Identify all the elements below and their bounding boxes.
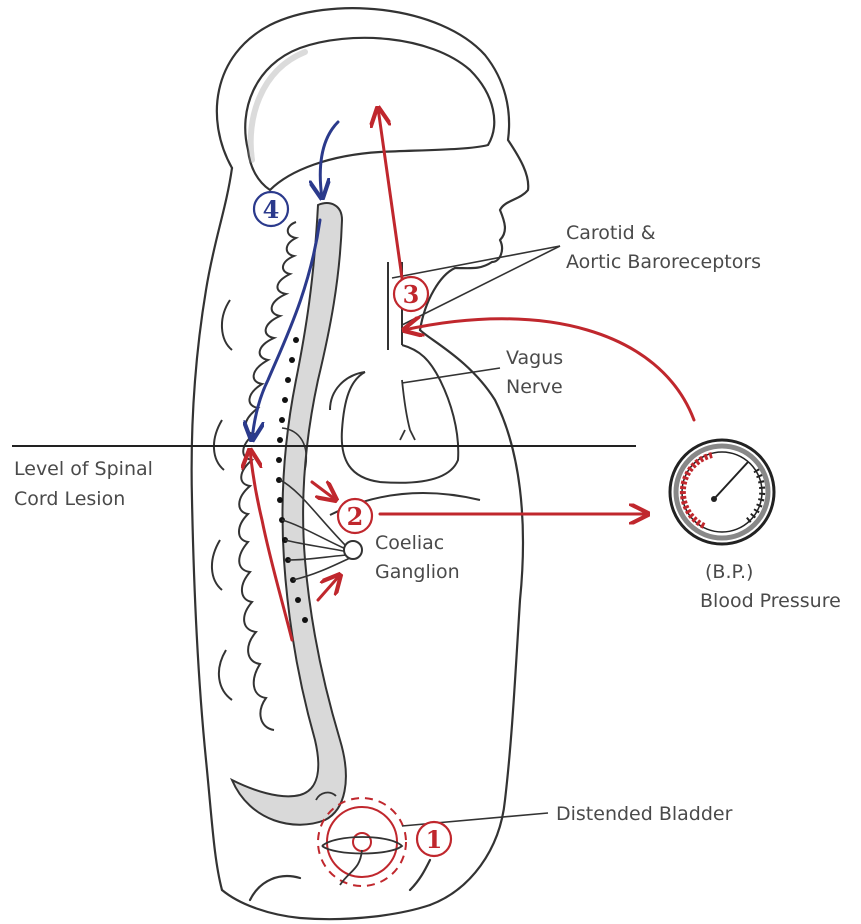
step-badge-1: 1 — [417, 822, 451, 856]
bladder-label: Distended Bladder — [556, 803, 733, 825]
torso-front — [420, 330, 523, 905]
step-number: 1 — [426, 825, 443, 854]
baroreceptor-arrow — [404, 319, 694, 420]
step-number: 2 — [347, 502, 364, 531]
bladder-inner — [353, 833, 371, 851]
step-number: 3 — [403, 280, 420, 309]
bladder-outer — [327, 807, 397, 877]
bp-label-line2: Blood Pressure — [700, 590, 841, 612]
body-outline — [192, 8, 529, 919]
vagus-label-line2: Nerve — [506, 376, 563, 398]
vagus-nerve — [400, 380, 415, 440]
coeliac-label-line1: Coeliac — [375, 532, 444, 554]
step-badge-4: 4 — [254, 192, 288, 226]
baroreceptors-label-line2: Aortic Baroreceptors — [566, 251, 761, 273]
step-number: 4 — [263, 195, 280, 224]
vagus-label-line1: Vagus — [506, 347, 563, 369]
step-badge-2: 2 — [338, 499, 372, 533]
ganglion-upper-arrow — [312, 482, 336, 500]
coeliac-label-line2: Ganglion — [375, 561, 460, 583]
lesion-label-line2: Cord Lesion — [14, 488, 125, 510]
lesion-label-line1: Level of Spinal — [14, 458, 153, 480]
coeliac-ganglion — [344, 541, 362, 559]
spinal-column — [212, 203, 346, 825]
aortic-arch — [342, 345, 459, 483]
ganglion-lower-arrow — [318, 575, 340, 600]
bp-label-line1: (B.P.) — [705, 561, 753, 583]
back-outline — [192, 168, 232, 890]
baroreceptors-label-line1: Carotid & — [566, 222, 656, 244]
step-badge-3: 3 — [394, 277, 428, 311]
blood-pressure-gauge — [670, 440, 774, 544]
brain-outline — [245, 38, 494, 190]
